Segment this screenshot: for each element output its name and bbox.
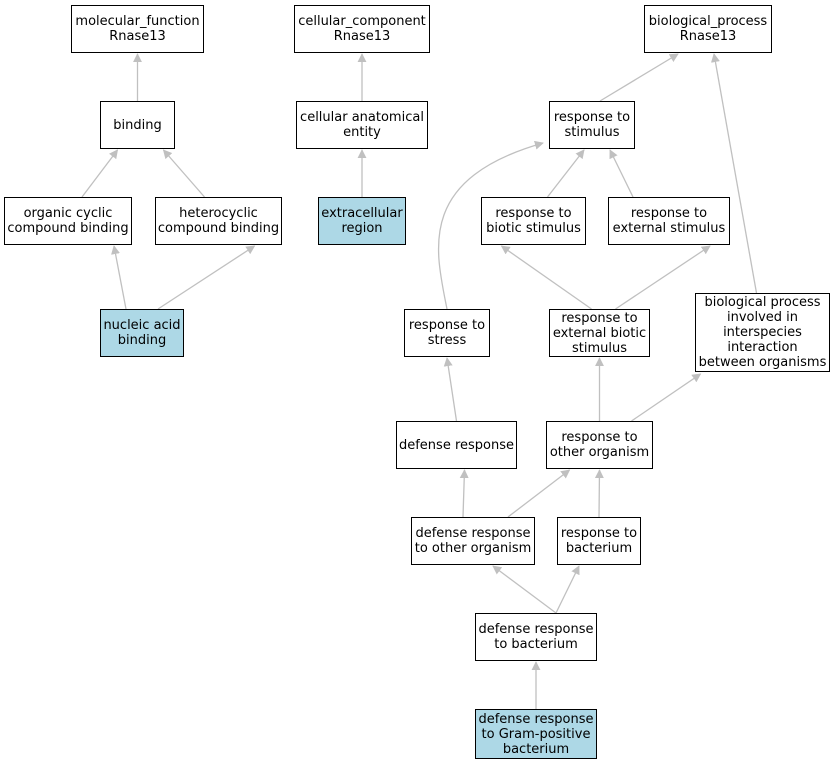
edge-resp_stress-to-resp_stim: [437, 140, 544, 310]
node-response-to-stimulus[interactable]: response to stimulus: [549, 101, 635, 149]
node-heterocyclic-compound-binding[interactable]: heterocyclic compound binding: [155, 197, 282, 245]
node-extracellular-region[interactable]: extracellular region: [318, 197, 406, 245]
node-biological-process-root[interactable]: biological_process Rnase13: [644, 5, 772, 53]
node-binding[interactable]: binding: [100, 101, 175, 149]
edge-nucleic-to-heterocyclic: [157, 245, 256, 310]
node-response-to-biotic-stimulus[interactable]: response to biotic stimulus: [481, 197, 586, 245]
edge-resp_stim-to-bp_root: [599, 53, 679, 102]
node-defense-response-to-other-organism[interactable]: defense response to other organism: [411, 517, 535, 565]
edge-bp_interspecies-to-bp_root: [710, 53, 758, 294]
node-nucleic-acid-binding[interactable]: nucleic acid binding: [100, 309, 184, 357]
node-response-to-other-organism[interactable]: response to other organism: [546, 421, 653, 469]
edge-def_bacterium-to-resp_bacterium: [555, 565, 580, 614]
edge-resp_bacterium-to-resp_other_org: [594, 469, 604, 518]
node-molecular-function-root[interactable]: molecular_function Rnase13: [71, 5, 204, 53]
edge-def_bacterium-to-def_other_org: [492, 565, 557, 614]
node-organic-cyclic-compound-binding[interactable]: organic cyclic compound binding: [4, 197, 132, 245]
node-cellular-anatomical-entity[interactable]: cellular anatomical entity: [296, 101, 428, 149]
node-biological-process-interspecies-interaction[interactable]: biological process involved in interspec…: [695, 293, 830, 372]
node-response-to-external-biotic-stimulus[interactable]: response to external biotic stimulus: [549, 309, 650, 357]
edge-resp_external-to-resp_stim: [609, 149, 634, 198]
node-defense-response-to-bacterium[interactable]: defense response to bacterium: [475, 613, 597, 661]
edge-nucleic-to-org_cyclic: [111, 245, 127, 310]
node-response-to-external-stimulus[interactable]: response to external stimulus: [608, 197, 730, 245]
edge-resp_ext_biotic-to-resp_biotic: [500, 245, 592, 310]
edge-resp_biotic-to-resp_stim: [546, 149, 585, 198]
node-defense-response[interactable]: defense response: [396, 421, 517, 469]
node-response-to-stress[interactable]: response to stress: [404, 309, 490, 357]
node-cellular-component-root[interactable]: cellular_component Rnase13: [294, 5, 430, 53]
node-response-to-bacterium[interactable]: response to bacterium: [557, 517, 641, 565]
edge-defense-to-resp_stress: [443, 357, 458, 422]
edge-org_cyclic-to-binding: [81, 149, 119, 198]
edge-def_other_org-to-defense: [459, 469, 469, 518]
node-defense-response-to-gram-positive-bacterium[interactable]: defense response to Gram-positive bacter…: [475, 709, 597, 759]
edge-resp_other_org-to-bp_interspecies: [631, 373, 702, 422]
edge-def_other_org-to-resp_other_org: [507, 469, 571, 518]
edge-resp_ext_biotic-to-resp_external: [615, 245, 711, 310]
edge-heterocyclic-to-binding: [162, 149, 205, 198]
